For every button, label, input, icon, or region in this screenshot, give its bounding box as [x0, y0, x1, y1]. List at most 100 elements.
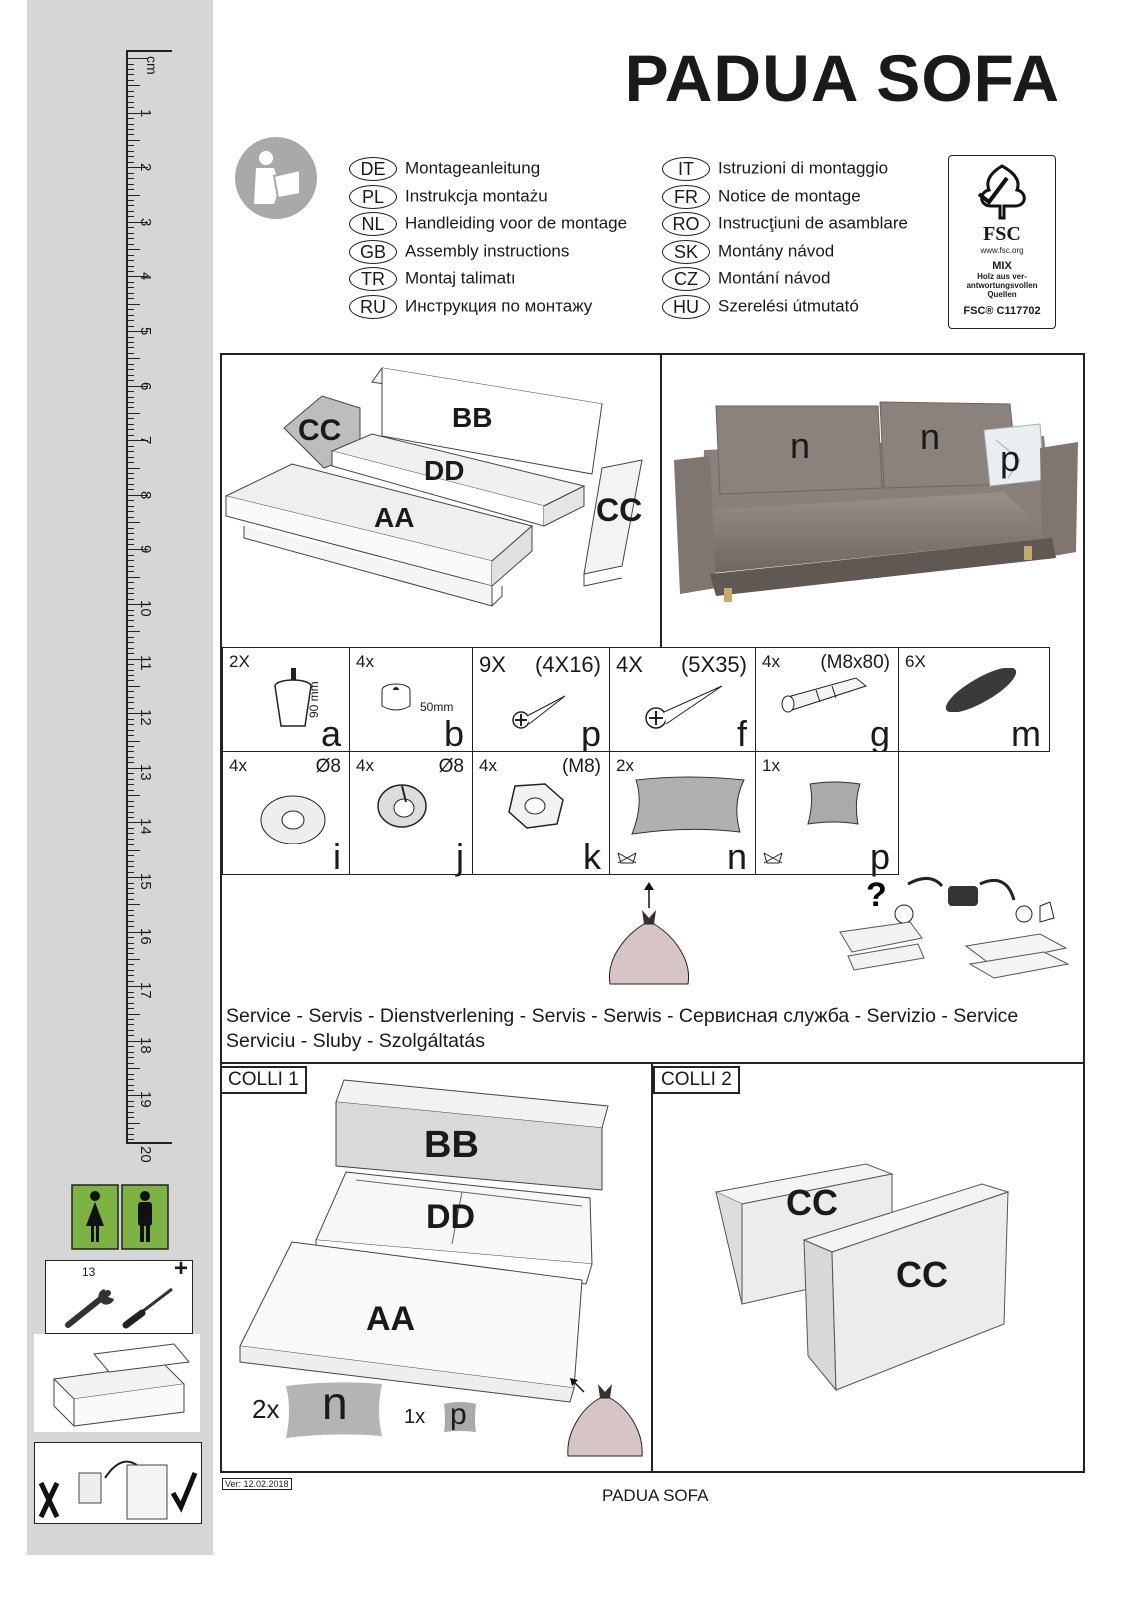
ruler-tick [126, 609, 134, 611]
colli-2-drawing [714, 1163, 1010, 1392]
ruler-tick [126, 986, 148, 988]
footer-title: PADUA SOFA [602, 1486, 709, 1505]
ruler-tick [126, 658, 148, 660]
language-text: Assembly instructions [405, 241, 570, 261]
ruler-tick [126, 718, 134, 720]
language-code: TR [349, 267, 397, 292]
ruler-tick [126, 429, 134, 431]
ruler-tick [126, 194, 140, 196]
ruler-tick [126, 281, 134, 283]
ruler-tick [126, 238, 134, 240]
ruler-tick [126, 434, 134, 436]
ruler-tick [126, 593, 134, 595]
ruler-tick [126, 527, 134, 529]
part-label-aa: AA [374, 502, 415, 533]
ruler-number: 9 [137, 545, 154, 554]
part-letter: p [869, 836, 890, 877]
ruler-tick [126, 505, 134, 507]
ruler-tick [126, 937, 134, 939]
ruler-tick [126, 385, 148, 387]
ruler-tick [126, 347, 134, 349]
part-spec: Ø8 [315, 756, 341, 777]
ruler-tick [126, 1095, 148, 1097]
language-code: IT [662, 157, 710, 181]
cushion-icon [628, 774, 748, 843]
ruler-tick [126, 96, 134, 98]
exploded-sofa-drawing [224, 367, 643, 607]
ruler-tick [126, 822, 148, 824]
ruler-tick [126, 789, 134, 791]
ruler-tick [126, 440, 148, 442]
ruler-tick [126, 931, 148, 933]
ruler-tick [126, 702, 134, 704]
colli-1-label-bb: BB [424, 1124, 479, 1166]
part-quantity: 4x [762, 652, 780, 671]
ruler-tick [126, 402, 134, 403]
language-text: Instrucţiuni de asamblare [718, 213, 908, 233]
fsc-tree-icon [977, 164, 1026, 220]
ruler-tick [126, 1089, 134, 1091]
ruler-tick [126, 625, 134, 627]
ruler-tick [126, 451, 134, 453]
language-text: Инструкция по монтажу [405, 296, 593, 316]
ruler-tick [126, 139, 140, 141]
ruler-tick [126, 423, 134, 425]
colli-2-label: COLLI 2 [653, 1066, 740, 1094]
ruler-tick [126, 1100, 134, 1102]
ruler-tick [126, 735, 134, 736]
ruler-tick [126, 412, 140, 414]
ruler-tick [126, 1024, 134, 1026]
language-code: DE [349, 157, 397, 181]
ruler-tick [126, 118, 134, 120]
ruler-tick [126, 664, 134, 666]
ruler-tick [126, 543, 134, 545]
fsc-code: FSC® C117702 [963, 305, 1041, 317]
washer-icon [259, 794, 329, 849]
ruler-tick [126, 560, 134, 562]
ruler-tick [126, 227, 134, 229]
service-call-illustration: ? [839, 876, 1070, 979]
ruler-tick [126, 129, 134, 130]
part-letter: p [580, 713, 601, 754]
ruler-tick [126, 953, 134, 955]
ruler-tick [126, 112, 148, 114]
ruler-tick [126, 778, 134, 780]
language-text: Handleiding voor de montage [405, 213, 628, 233]
language-code: PL [349, 184, 397, 209]
fsc-logo: FSC [983, 223, 1021, 245]
divider-top-vertical [660, 353, 662, 647]
ruler-tick [126, 571, 134, 573]
colli-1-p: p [450, 1398, 467, 1431]
part-letter: g [869, 713, 890, 754]
ruler-tick [126, 85, 140, 87]
part-letter: k [583, 836, 601, 877]
ruler-tick [126, 598, 134, 600]
cabinet-image [34, 1442, 202, 1524]
ruler-tick [126, 249, 140, 251]
ruler-tick [126, 680, 134, 682]
ruler-tick [126, 63, 134, 65]
ruler-tick [126, 341, 134, 343]
bag-up-icon [608, 882, 690, 985]
service-line-1: Service - Servis - Dienstverlening - Ser… [226, 1005, 1019, 1027]
ruler-tick [126, 1029, 134, 1031]
language-code: HU [662, 295, 710, 319]
part-quantity: 1x [762, 756, 780, 775]
part-quantity: 4x [356, 652, 374, 671]
ruler-tick [126, 260, 134, 261]
ruler-tick [126, 915, 134, 917]
colli-1-label-aa: AA [366, 1300, 416, 1338]
ruler-tick [126, 1128, 134, 1130]
ruler-tick [126, 696, 134, 698]
no-wash-icon [616, 851, 638, 870]
ruler-tick [126, 1117, 134, 1119]
ruler-tick [126, 101, 134, 103]
